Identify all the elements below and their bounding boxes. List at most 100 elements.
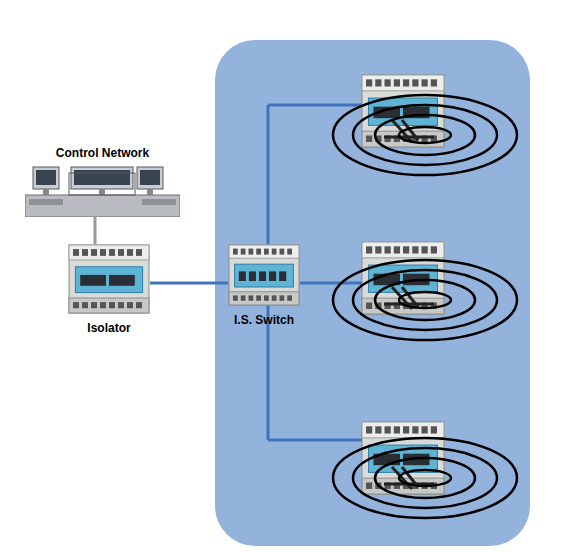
device-base — [229, 292, 299, 305]
terminal — [100, 302, 106, 308]
terminal — [127, 302, 133, 308]
stand — [43, 189, 49, 195]
terminal — [366, 302, 372, 308]
device-label: Control Network — [56, 146, 149, 160]
terminal — [422, 246, 428, 253]
terminal — [264, 249, 269, 255]
screen — [74, 170, 130, 185]
port — [80, 275, 106, 286]
radio-ring — [333, 438, 517, 518]
terminal — [280, 249, 285, 255]
terminal — [249, 249, 254, 255]
terminal — [109, 302, 115, 308]
terminal — [73, 249, 79, 256]
screen — [140, 170, 160, 185]
device-housing — [69, 245, 149, 313]
label-holder: Isolator — [87, 318, 130, 336]
device-top — [362, 75, 444, 91]
terminal — [82, 302, 88, 308]
terminal — [256, 249, 261, 255]
terminal — [366, 135, 372, 141]
terminal — [118, 302, 124, 308]
terminal — [431, 246, 437, 253]
port — [259, 271, 266, 281]
port — [239, 271, 246, 281]
terminal — [287, 295, 292, 300]
device-face — [75, 267, 142, 293]
stand — [147, 189, 153, 195]
connector-line — [150, 282, 228, 285]
radio-ring — [353, 105, 497, 165]
radio-ring — [399, 127, 451, 143]
node-illustration — [68, 244, 150, 314]
device-housing — [229, 245, 299, 305]
monitor — [71, 167, 133, 189]
radio-ring — [399, 292, 451, 308]
terminal — [366, 426, 372, 433]
node-illustration — [228, 244, 300, 306]
device-top — [229, 245, 299, 258]
terminal — [91, 302, 97, 308]
radio-ring — [375, 458, 475, 498]
terminal — [394, 426, 400, 433]
stand — [99, 189, 105, 195]
control-network: Control Network — [25, 165, 180, 217]
switch-device: I.S. Switch — [228, 244, 300, 306]
label-holder: Control Network — [56, 143, 149, 161]
terminal — [287, 249, 292, 255]
monitor — [33, 167, 59, 189]
hazard-zone — [215, 40, 530, 546]
desk — [25, 195, 180, 217]
antenna — [384, 120, 434, 142]
terminal — [118, 249, 124, 256]
terminal — [127, 249, 133, 256]
terminal — [422, 426, 428, 433]
monitor — [137, 167, 163, 189]
screen — [36, 170, 56, 185]
device-base — [69, 298, 149, 313]
radio-ring — [375, 115, 475, 155]
terminal — [256, 295, 261, 300]
terminal — [385, 246, 391, 253]
node-illustration — [25, 165, 180, 217]
terminal — [431, 79, 437, 86]
port — [109, 275, 135, 286]
device-face — [235, 264, 294, 287]
radio-ring — [399, 470, 451, 486]
radio-ring — [353, 270, 497, 330]
radio-ring — [353, 448, 497, 508]
terminal — [375, 79, 381, 86]
terminal — [403, 79, 409, 86]
port — [269, 271, 276, 281]
keyboard — [29, 199, 63, 205]
port — [249, 271, 256, 281]
device-top — [362, 242, 444, 258]
terminal — [412, 79, 418, 86]
device-top — [69, 245, 149, 260]
terminal — [241, 249, 246, 255]
terminal — [366, 482, 372, 488]
terminal — [403, 426, 409, 433]
terminal — [280, 295, 285, 300]
terminal — [82, 249, 88, 256]
field-wiring — [268, 105, 368, 440]
device-top — [362, 422, 444, 438]
terminal — [233, 295, 238, 300]
port — [279, 271, 286, 281]
terminal — [385, 79, 391, 86]
ethernet-link — [150, 283, 228, 284]
terminal — [249, 295, 254, 300]
terminal — [375, 246, 381, 253]
terminal — [375, 426, 381, 433]
terminal — [136, 302, 142, 308]
terminal — [366, 246, 372, 253]
terminal — [422, 79, 428, 86]
terminal — [412, 426, 418, 433]
connector-line — [94, 217, 97, 244]
terminal — [403, 246, 409, 253]
terminal — [233, 249, 238, 255]
device-label: Isolator — [87, 321, 130, 335]
terminal — [100, 249, 106, 256]
radio-ring — [333, 260, 517, 340]
terminal — [272, 249, 277, 255]
